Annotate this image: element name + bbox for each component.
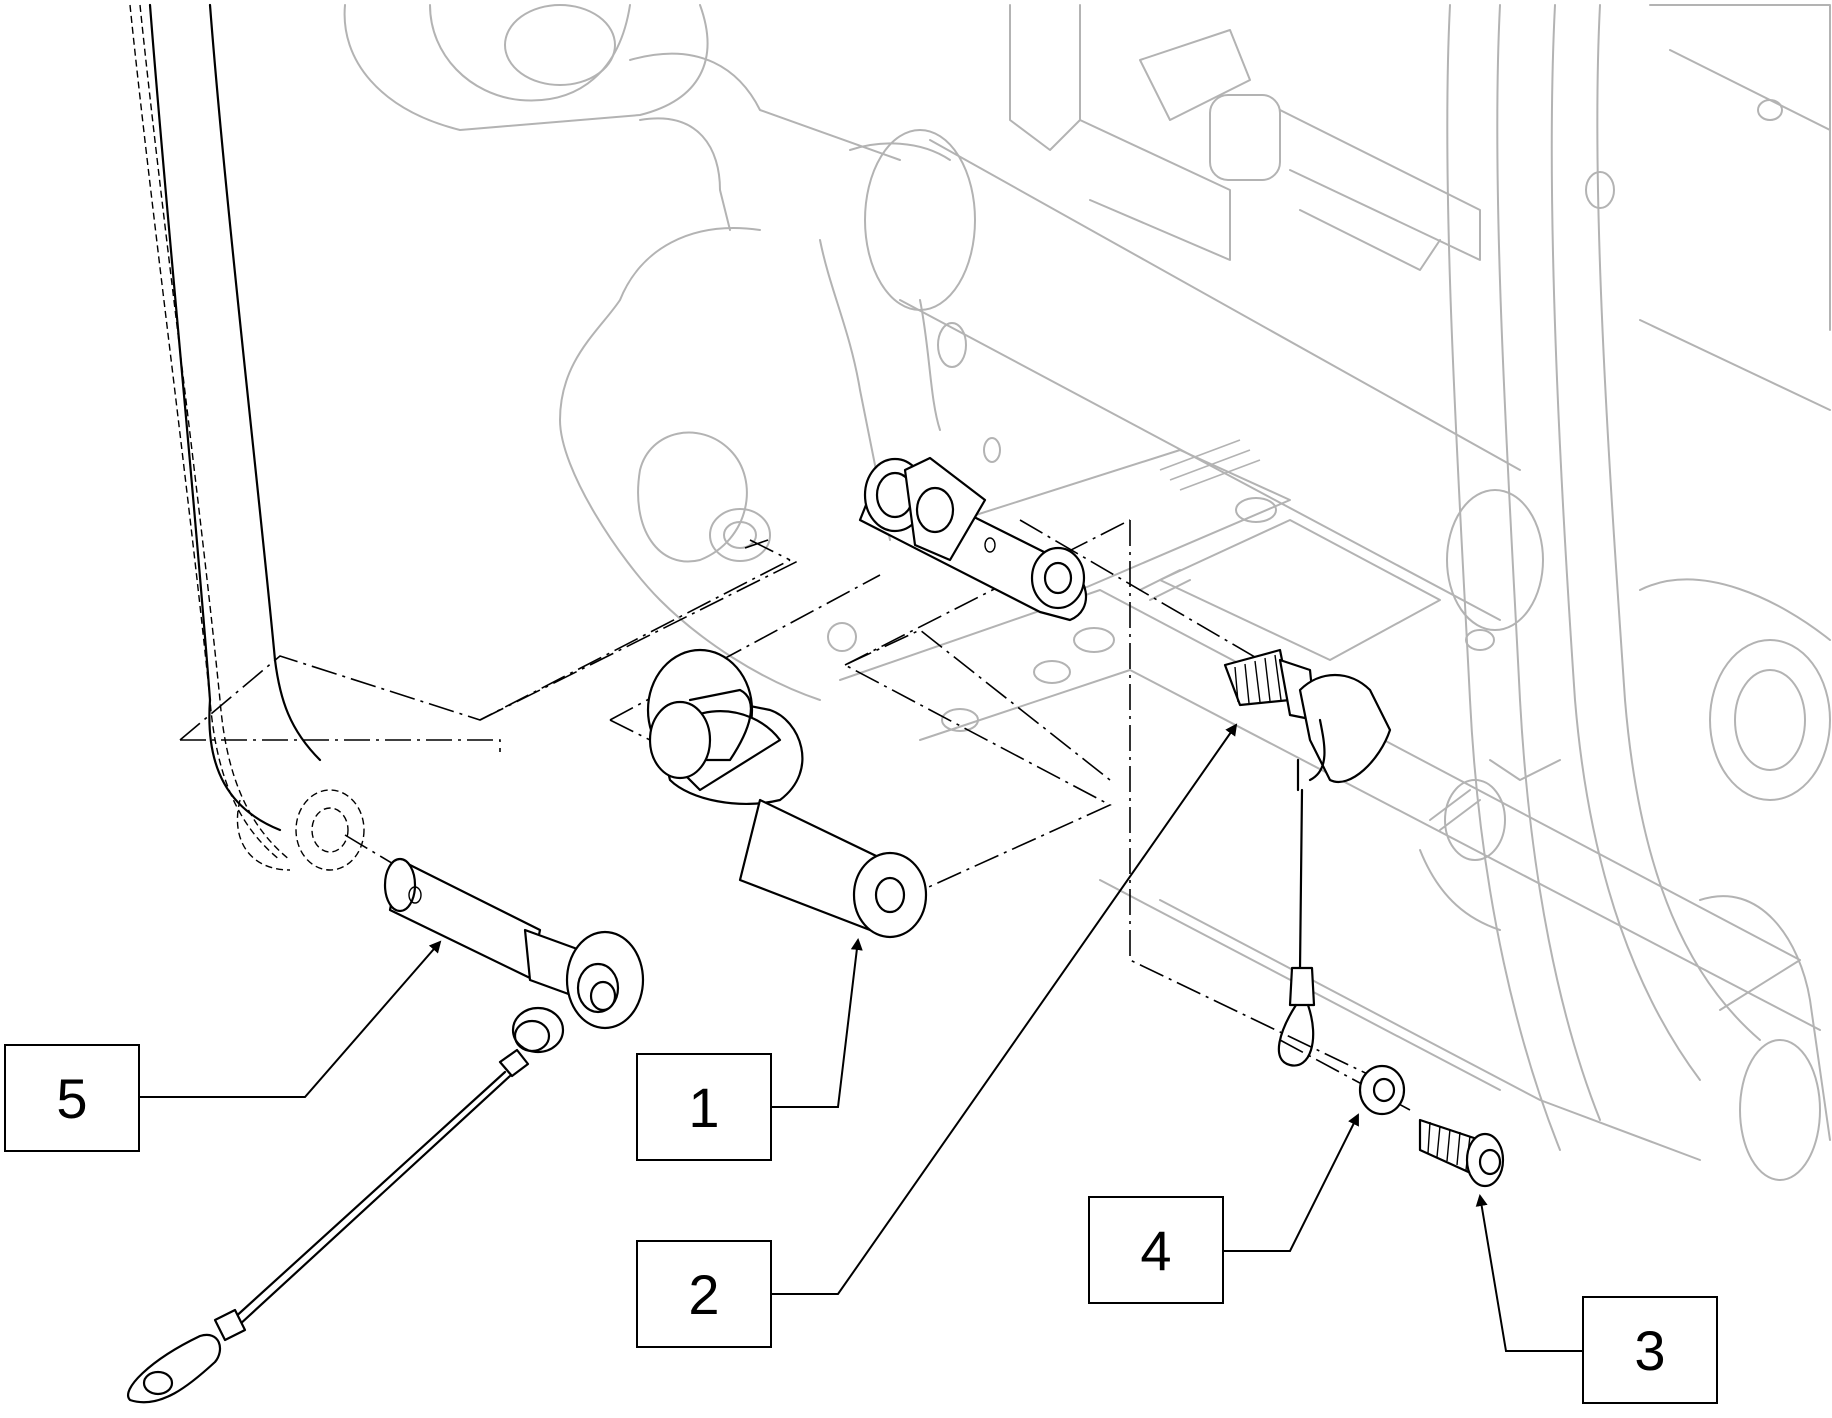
callout-5-label: 5 <box>56 1066 88 1130</box>
callout-5-box: 5 <box>4 1044 140 1152</box>
callout-4-label: 4 <box>1140 1218 1172 1282</box>
part-1-bushing <box>646 648 928 939</box>
callout-1-label: 1 <box>688 1075 720 1139</box>
assembly-center-lines <box>179 519 1411 1111</box>
part-4-washer <box>1358 1064 1406 1116</box>
chassis-background <box>343 4 1831 1181</box>
part-5-quick-release-pin <box>127 857 645 1404</box>
callout-2-label: 2 <box>688 1262 720 1326</box>
callout-1-box: 1 <box>636 1053 772 1161</box>
callout-3-box: 3 <box>1582 1296 1718 1404</box>
leader-lines <box>140 723 1582 1352</box>
callout-4-box: 4 <box>1088 1196 1224 1304</box>
receiver-tube <box>858 456 1088 622</box>
part-2-lever-pin <box>1223 648 1392 1067</box>
part-3-screw <box>1418 1118 1505 1188</box>
callout-2-box: 2 <box>636 1240 772 1348</box>
frame-tube-hidden <box>129 3 365 871</box>
callout-3-label: 3 <box>1634 1318 1666 1382</box>
